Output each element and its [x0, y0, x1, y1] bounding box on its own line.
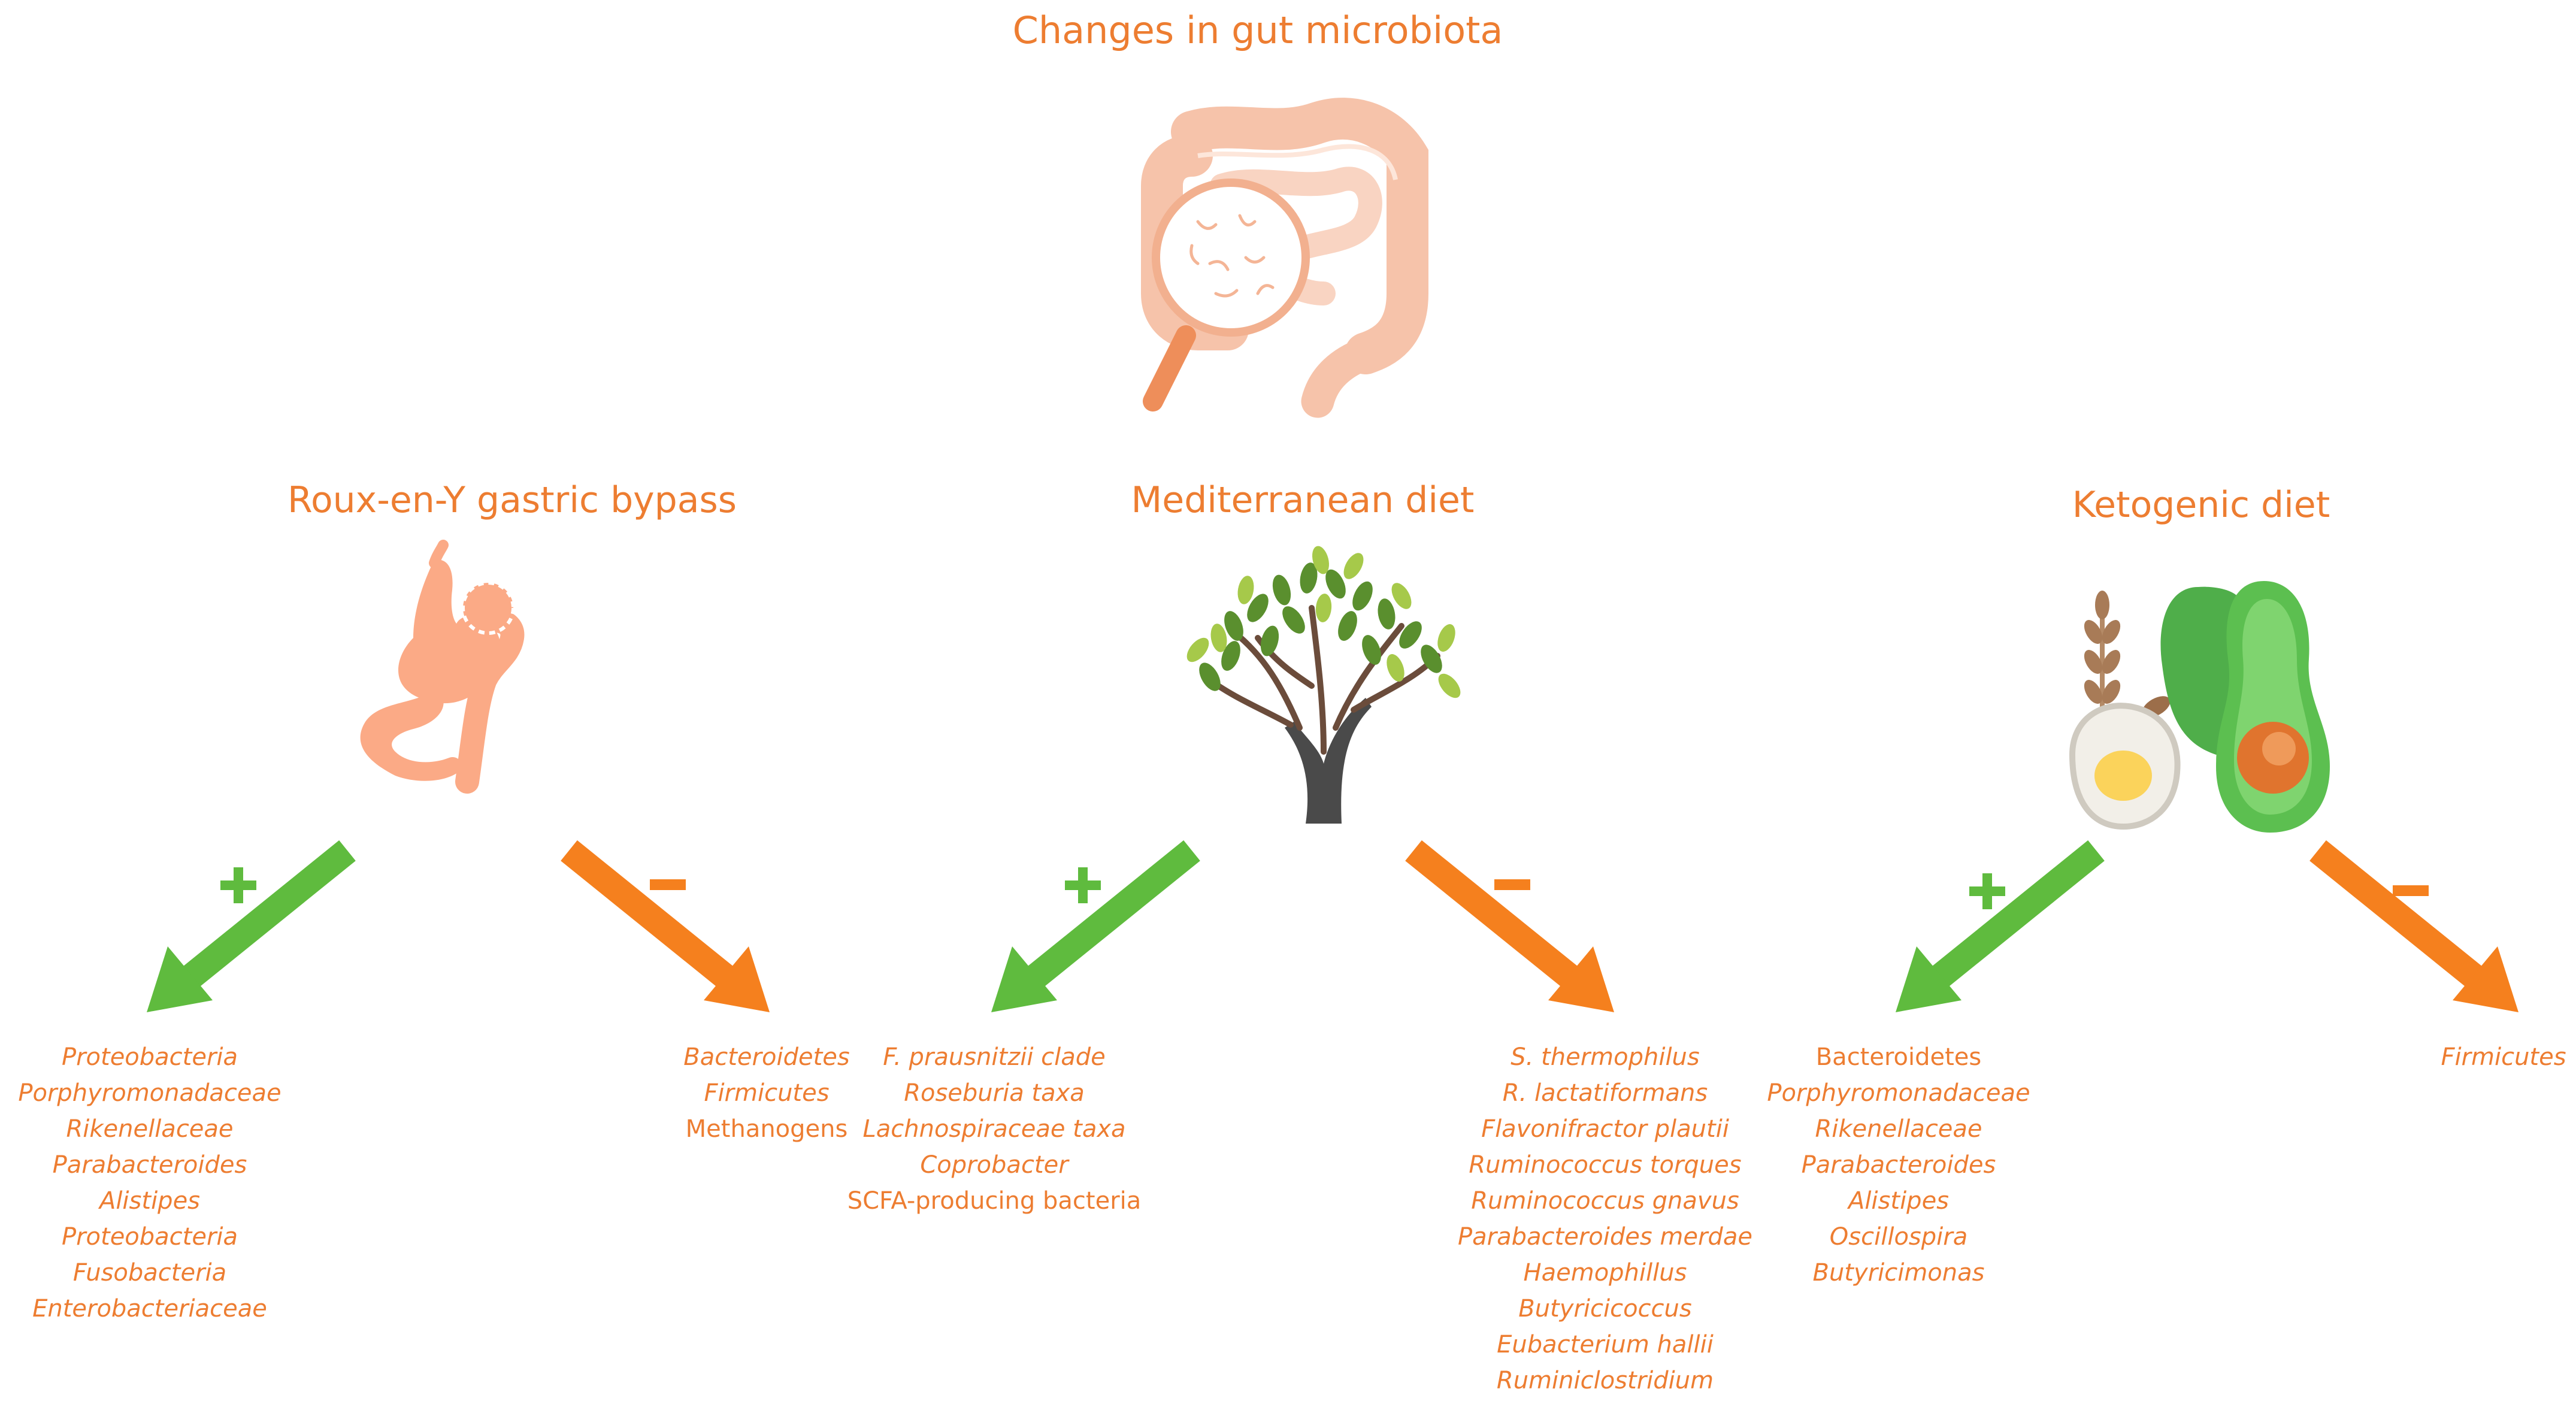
bacteria-item: Porphyromonadaceae [1767, 1079, 2030, 1107]
bacteria-item: Butyricicoccus [1518, 1295, 1692, 1323]
bacteria-item: Oscillospira [1829, 1223, 1968, 1251]
bacteria-item: Porphyromonadaceae [18, 1079, 281, 1107]
bacteria-item: Eubacterium hallii [1497, 1331, 1714, 1358]
bacteria-item: Enterobacteriaceae [32, 1295, 267, 1323]
bacteria-item: F. prausnitzii clade [883, 1043, 1106, 1071]
bacteria-item: Ruminococcus torques [1469, 1151, 1742, 1179]
section-title-bypass: Roux-en-Y gastric bypass [287, 479, 737, 521]
intestine-magnifier-icon [1141, 98, 1428, 418]
bacteria-item: Firmicutes [704, 1079, 830, 1107]
bacteria-item: Fusobacteria [72, 1259, 227, 1287]
bacteria-item: R. lactatiformans [1502, 1079, 1708, 1107]
bacteria-item: Lachnospiraceae taxa [862, 1115, 1126, 1143]
bacteria-item: Alistipes [99, 1187, 201, 1215]
bacteria-item: Ruminococcus gnavus [1471, 1187, 1739, 1215]
bacteria-item: Butyricimonas [1812, 1259, 1985, 1287]
bacteria-item: Flavonifractor plautii [1481, 1115, 1729, 1143]
bacteria-item: Proteobacteria [61, 1043, 238, 1071]
plus-icon [1065, 867, 1101, 903]
bacteria-item: Parabacteroides [1801, 1151, 1996, 1179]
bacteria-item: Bacteroidetes [1815, 1043, 1982, 1071]
section-title-ketogenic: Ketogenic diet [2072, 484, 2330, 526]
bacteria-item: Haemophillus [1523, 1259, 1687, 1287]
bacteria-item: Proteobacteria [61, 1223, 238, 1251]
main-title: Changes in gut microbiota [1012, 8, 1503, 52]
bacteria-item: Bacteroidetes [683, 1043, 850, 1071]
stomach-bypass-icon [360, 540, 525, 794]
minus-icon [1494, 879, 1530, 890]
bacteria-item: Rikenellaceae [66, 1115, 234, 1143]
plus-icon [1969, 873, 2005, 909]
bacteria-item: Parabacteroides merdae [1458, 1223, 1752, 1251]
decrease-list-ketogenic: Firmicutes [2432, 1039, 2575, 1075]
bacteria-item: Alistipes [1848, 1187, 1950, 1215]
plus-icon [220, 867, 256, 903]
bacteria-item: Firmicutes [2441, 1043, 2566, 1071]
minus-icon [650, 879, 686, 890]
bacteria-item: Parabacteroides [52, 1151, 247, 1179]
avocado-egg-grain-icon [2069, 581, 2330, 833]
bacteria-item: Ruminiclostridium [1496, 1367, 1714, 1394]
bacteria-item: Methanogens [685, 1115, 848, 1143]
bacteria-item: S. thermophilus [1511, 1043, 1700, 1071]
section-title-mediterranean: Mediterranean diet [1131, 479, 1475, 521]
olive-tree-icon [1186, 546, 1461, 824]
minus-icon [2393, 885, 2429, 896]
bacteria-item: Coprobacter [920, 1151, 1068, 1179]
bacteria-item: SCFA-producing bacteria [847, 1187, 1142, 1215]
bacteria-item: Rikenellaceae [1815, 1115, 1982, 1143]
bacteria-item: Roseburia taxa [904, 1079, 1085, 1107]
